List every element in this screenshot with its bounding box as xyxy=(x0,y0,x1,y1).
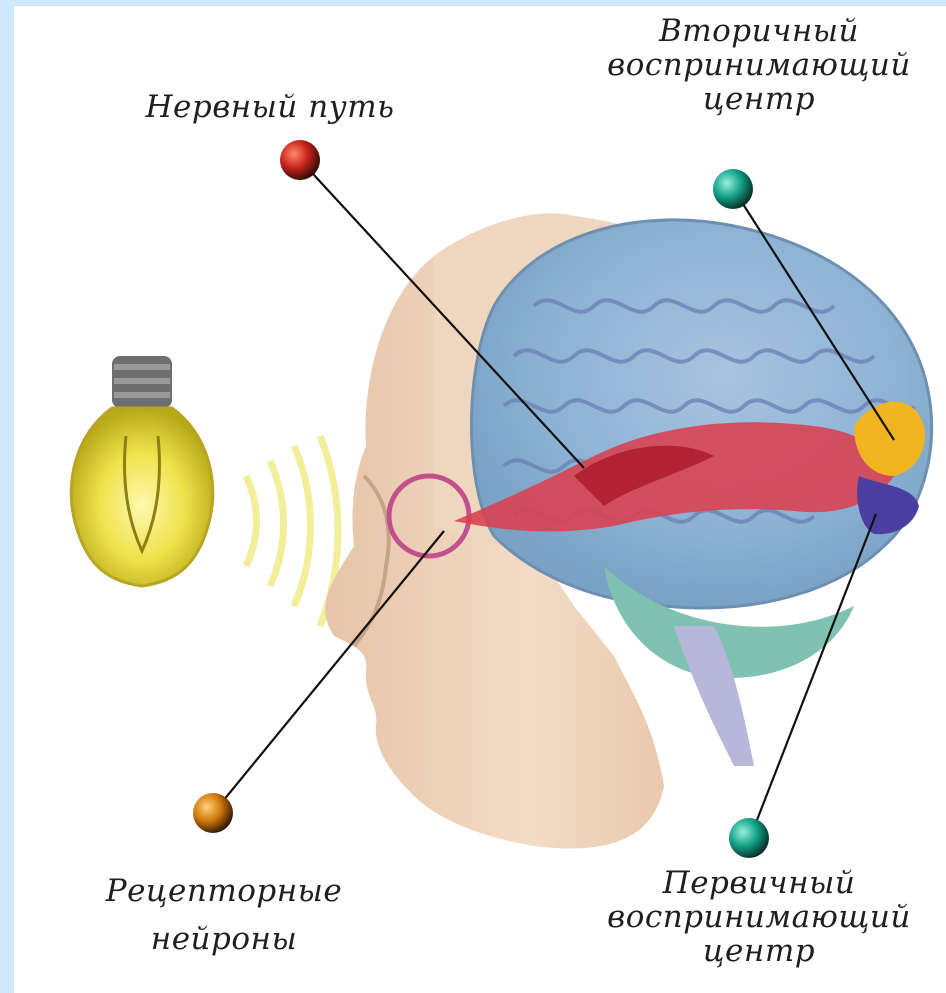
light-bulb-icon xyxy=(71,356,213,586)
diagram-canvas: Нервный путь Вторичный воспринимающий це… xyxy=(14,6,946,993)
light-waves-icon xyxy=(246,436,338,626)
nerve-path-label: Нервный путь xyxy=(120,90,420,124)
diagram-illustration xyxy=(14,6,946,993)
primary-center-label: Первичный воспринимающий центр xyxy=(574,866,944,968)
secondary-center-marker xyxy=(713,169,753,209)
receptor-neurons-marker xyxy=(193,793,233,833)
secondary-center-label: Вторичный воспринимающий центр xyxy=(574,14,944,116)
receptor-neurons-label: Рецепторные нейроны xyxy=(74,874,374,956)
primary-center-marker xyxy=(729,818,769,858)
nerve-path-marker xyxy=(280,140,320,180)
